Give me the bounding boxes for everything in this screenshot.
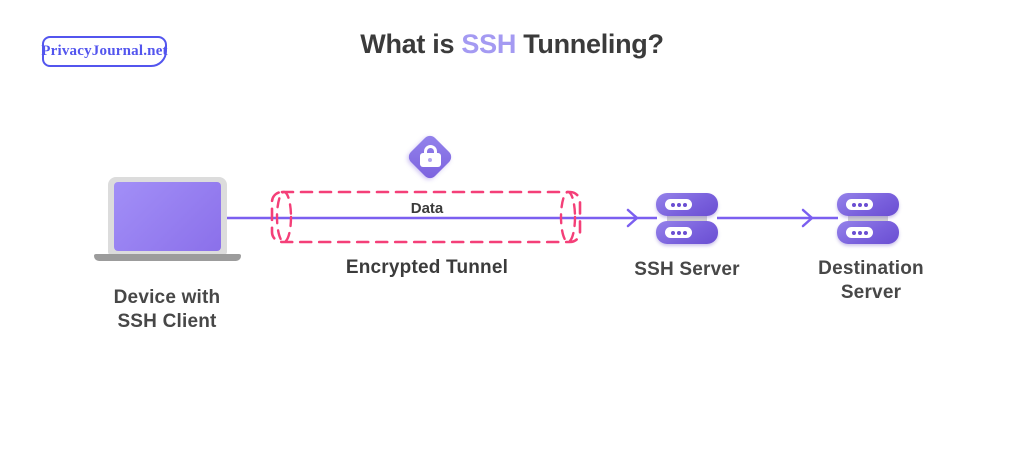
privacyjournal-logo: PrivacyJournal.net (41, 36, 168, 67)
ssh-server-label: SSH Server (634, 259, 740, 280)
server-unit-bottom (837, 221, 899, 244)
tunnel-data-label: Data (410, 200, 444, 217)
tunnel-opening-left (275, 190, 293, 244)
laptop-frame (108, 177, 227, 255)
server-lights (846, 227, 873, 238)
logo-text: PrivacyJournal.net (41, 43, 168, 59)
title-post: Tunneling? (516, 29, 664, 59)
title-pre: What is (360, 29, 462, 59)
destination-server-icon (837, 193, 899, 245)
title-highlight-ssh: SSH (461, 29, 517, 59)
device-label-line2: SSH Client (117, 311, 217, 332)
server-lights (846, 199, 873, 210)
server-unit-top (656, 193, 718, 216)
encrypted-tunnel-outline (270, 190, 582, 244)
page-title: What is SSH Tunneling? (0, 29, 1024, 60)
device-label: Device with SSH Client (67, 286, 267, 334)
arrowhead-to-ssh-server (626, 208, 639, 228)
device-label-line1: Device with (113, 287, 221, 308)
lock-shackle (424, 145, 437, 158)
server-unit-top (837, 193, 899, 216)
server-lights (665, 227, 692, 238)
server-unit-bottom (656, 221, 718, 244)
tunnel-opening-right (559, 190, 577, 244)
encrypted-tunnel-label: Encrypted Tunnel (345, 257, 509, 278)
laptop-base (94, 254, 241, 261)
destination-server-label: Destination Server (771, 257, 971, 305)
ssh-server-icon (656, 193, 718, 245)
lock-keyhole (428, 158, 432, 162)
arrowhead-to-destination-server (801, 208, 814, 228)
destination-label-line2: Server (840, 282, 902, 303)
laptop-screen (114, 182, 221, 251)
destination-label-line1: Destination (818, 258, 924, 279)
server-lights (665, 199, 692, 210)
